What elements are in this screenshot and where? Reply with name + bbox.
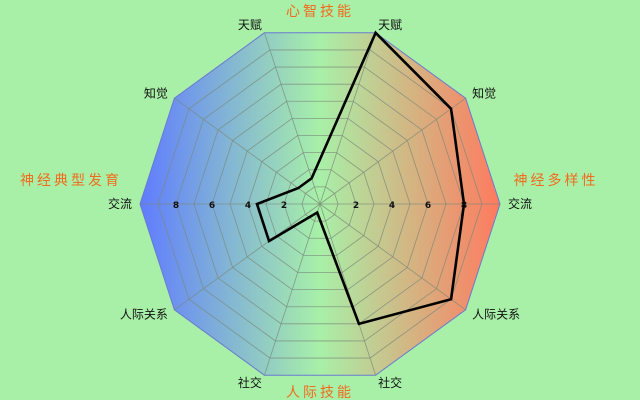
grid-spoke bbox=[174, 97, 321, 205]
axis-label: 交流 bbox=[108, 196, 132, 211]
tick-label: 6 bbox=[209, 201, 215, 211]
axis-label: 人际关系 bbox=[120, 308, 168, 322]
tick-label: 6 bbox=[425, 201, 431, 211]
axis-title-right: 神经多样性 bbox=[514, 172, 599, 189]
grid-spoke bbox=[263, 203, 321, 376]
tick-label: 2 bbox=[281, 201, 287, 211]
tick-label: 8 bbox=[173, 201, 179, 211]
axis-label: 知觉 bbox=[144, 86, 168, 100]
tick-label: 4 bbox=[389, 201, 395, 211]
axis-title-top: 心智技能 bbox=[286, 4, 354, 20]
tick-label: 8 bbox=[461, 201, 467, 211]
tick-label: 4 bbox=[245, 201, 251, 211]
axis-label: 人际关系 bbox=[472, 308, 520, 322]
radar-series bbox=[255, 30, 466, 326]
axis-label: 社交 bbox=[238, 375, 262, 390]
axis-label: 社交 bbox=[378, 375, 402, 390]
axis-label: 天赋 bbox=[378, 18, 402, 32]
axis-label: 交流 bbox=[508, 196, 532, 211]
grid-spoke bbox=[319, 97, 466, 205]
grid-spoke bbox=[319, 203, 377, 376]
axis-label: 知觉 bbox=[472, 86, 496, 100]
axis-title-left: 神经典型发育 bbox=[20, 173, 122, 189]
grid-spoke bbox=[319, 203, 466, 311]
grid-spoke bbox=[174, 203, 321, 311]
tick-label: 2 bbox=[353, 201, 359, 211]
radar-grid bbox=[140, 32, 500, 376]
axis-label: 天赋 bbox=[238, 18, 262, 32]
grid-spoke bbox=[263, 32, 321, 205]
series-line bbox=[255, 30, 466, 326]
tick-labels: 2 2 4 4 6 6 8 8 bbox=[173, 201, 467, 211]
axis-title-bottom: 人际技能 bbox=[286, 385, 354, 400]
grid-spoke bbox=[319, 32, 377, 205]
